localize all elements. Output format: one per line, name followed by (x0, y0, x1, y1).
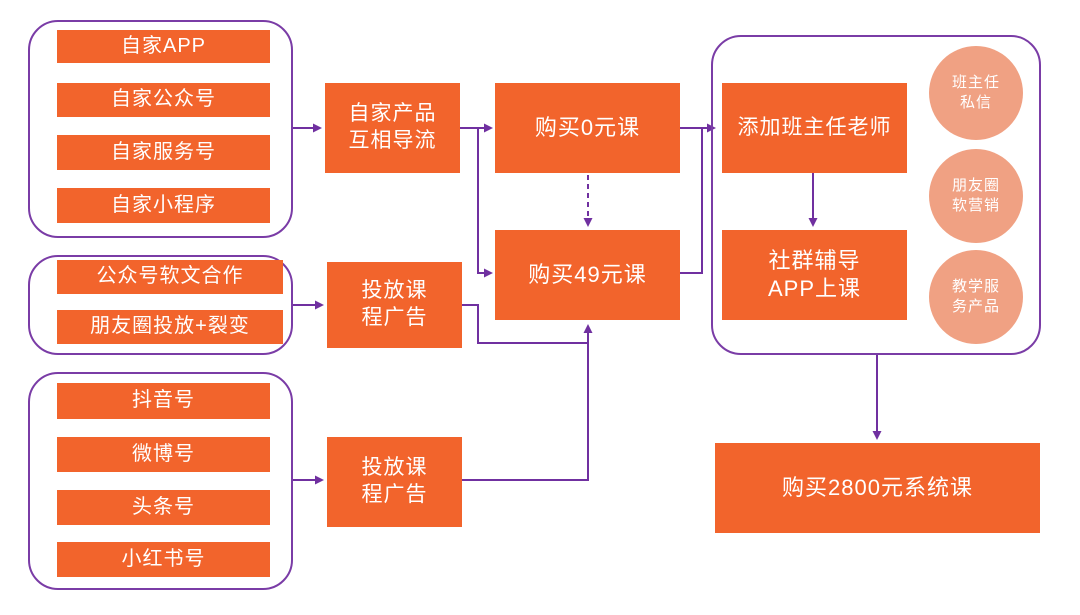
node-add-head-teacher: 添加班主任老师 (722, 83, 907, 173)
panel-conversion (711, 35, 1041, 355)
circle-teaching-service-product: 教学服 务产品 (929, 250, 1023, 344)
panel-media-accounts (28, 372, 293, 590)
node-own-app: 自家APP (57, 30, 270, 63)
edge-cross-traffic-to-buy49 (477, 128, 493, 278)
node-course-ads-2: 投放课 程广告 (327, 437, 462, 527)
panel-own-channels (28, 20, 293, 238)
edge-course-ads-2-to-buy49 (462, 324, 593, 481)
node-own-gongzhonghao: 自家公众号 (57, 83, 270, 117)
node-course-ads-1: 投放课 程广告 (327, 262, 462, 348)
node-weibo: 微博号 (57, 437, 270, 472)
node-own-fuwuhao: 自家服务号 (57, 135, 270, 170)
node-toutiao: 头条号 (57, 490, 270, 525)
node-gzh-soft-article: 公众号软文合作 (57, 260, 283, 294)
node-community-tutoring: 社群辅导 APP上课 (722, 230, 907, 320)
node-buy-0-course: 购买0元课 (495, 83, 680, 173)
node-xiaohongshu: 小红书号 (57, 542, 270, 577)
node-cross-traffic: 自家产品 互相导流 (325, 83, 460, 173)
circle-head-teacher-dm: 班主任 私信 (929, 46, 1023, 140)
node-moments-ads-fission: 朋友圈投放+裂变 (57, 310, 283, 344)
edge-buy49-join (680, 128, 703, 274)
circle-moments-soft-marketing: 朋友圈 软营销 (929, 149, 1023, 243)
node-buy-49-course: 购买49元课 (495, 230, 680, 320)
node-buy-2800-course: 购买2800元系统课 (715, 443, 1040, 533)
node-douyin: 抖音号 (57, 383, 270, 419)
panel-paid-wechat (28, 255, 293, 355)
node-own-miniprogram: 自家小程序 (57, 188, 270, 223)
